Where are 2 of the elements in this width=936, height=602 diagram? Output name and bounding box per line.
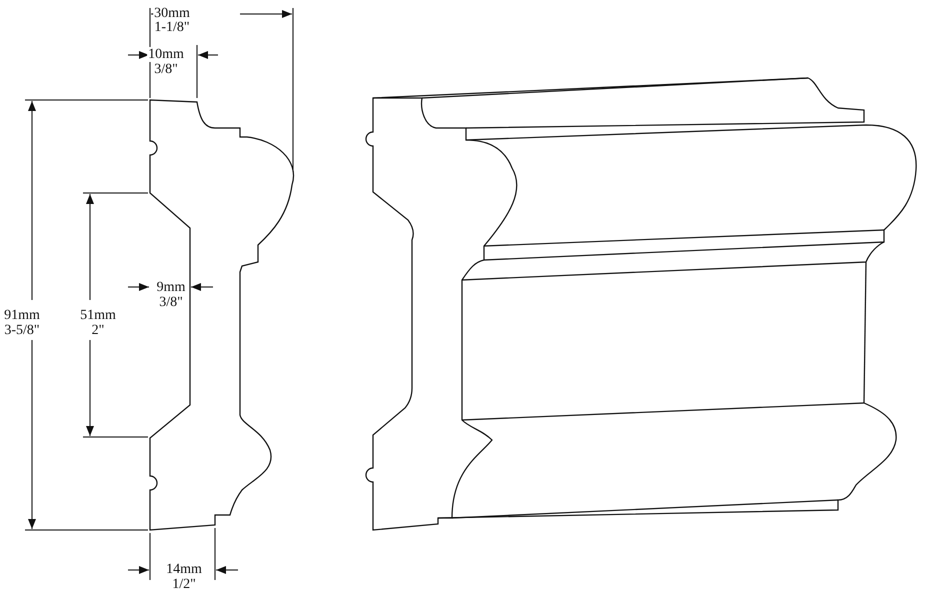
dimension-label: 10mm <box>147 47 185 62</box>
dimension-label: 30mm <box>153 6 191 21</box>
